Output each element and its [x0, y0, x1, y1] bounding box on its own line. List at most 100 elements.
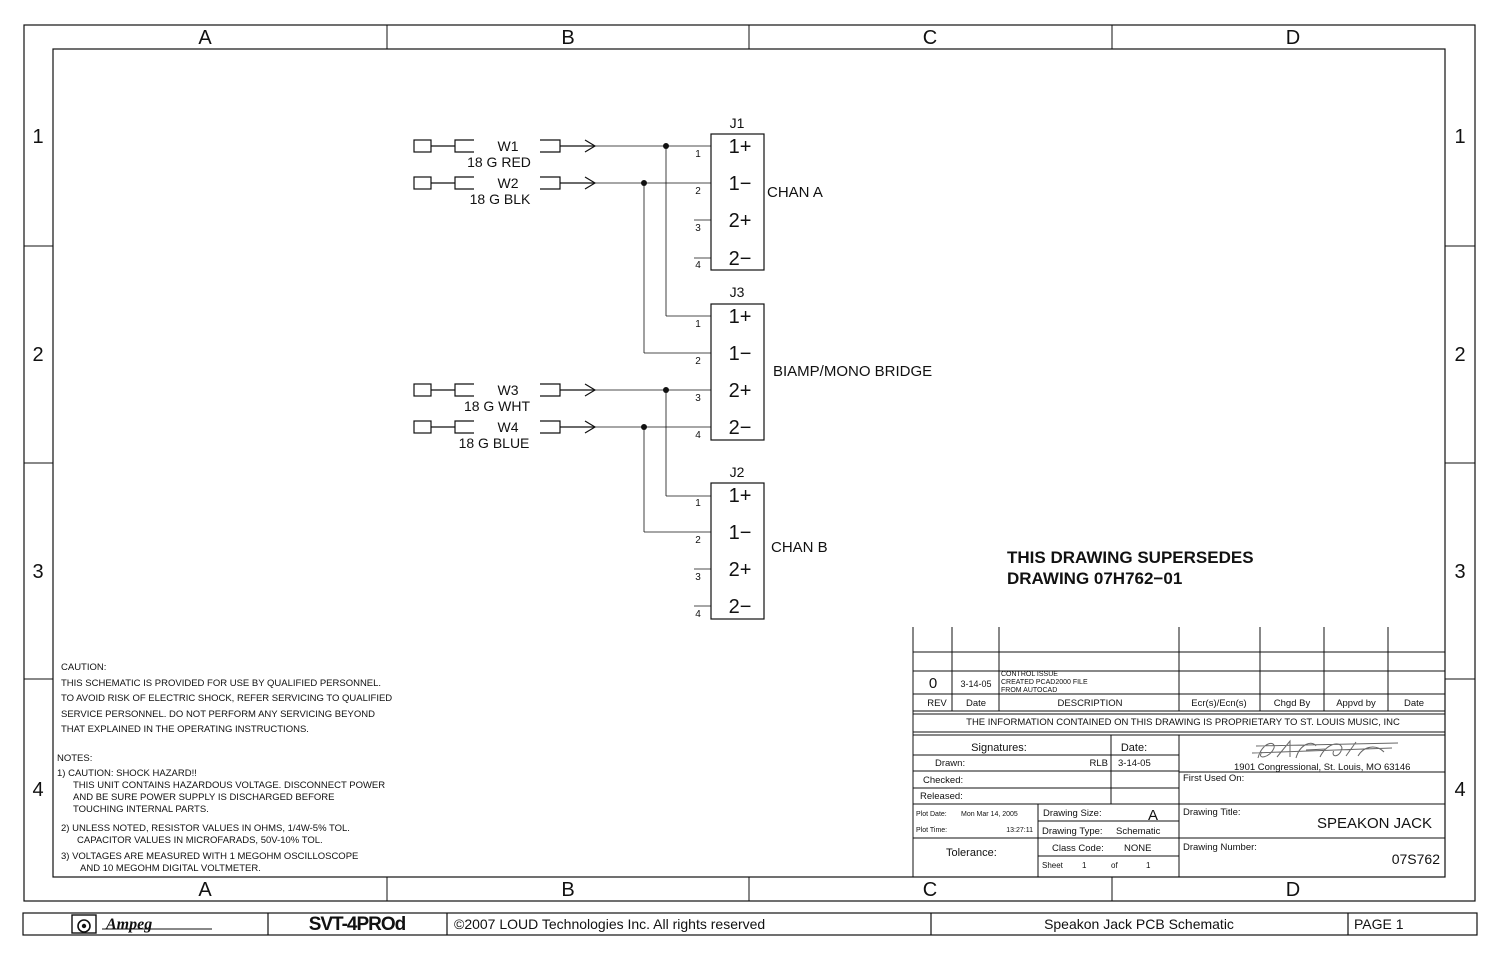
j1-pin-2plus: 2+	[729, 210, 752, 232]
j2-pin-number-2: 2	[695, 535, 701, 546]
zone-col-bottom-c: C	[923, 879, 937, 901]
company-logo	[1251, 739, 1399, 759]
header-date: Date	[966, 698, 986, 709]
caution-heading: CAUTION:	[61, 662, 106, 673]
wire-w4-label: W4	[498, 419, 519, 435]
company-address: 1901 Congressional, St. Louis, MO 63146	[1234, 762, 1410, 773]
zone-row-left-4: 4	[32, 779, 43, 801]
notes-line-3: AND BE SURE POWER SUPPLY IS DISCHARGED B…	[73, 792, 334, 803]
drawn-by: RLB	[1090, 758, 1108, 769]
plot-time-label: Plot Time:	[916, 827, 947, 834]
zone-row-right-3: 3	[1454, 561, 1465, 583]
j1-pin-number-1: 1	[695, 149, 701, 160]
footer-doc-title: Speakon Jack PCB Schematic	[1044, 916, 1234, 932]
wire-connectors	[413, 139, 597, 434]
rev-date: 3-14-05	[960, 679, 991, 689]
j3-pin-2minus: 2−	[729, 417, 752, 439]
caution-line-1: THIS SCHEMATIC IS PROVIDED FOR USE BY QU…	[61, 678, 381, 689]
j1-pin-2minus: 2−	[729, 248, 752, 270]
caution-line-3: SERVICE PERSONNEL. DO NOT PERFORM ANY SE…	[61, 709, 375, 720]
drawing-number-label: Drawing Number:	[1183, 842, 1257, 853]
j3-pin-number-4: 4	[695, 430, 701, 441]
header-date-2: Date	[1404, 698, 1424, 709]
rev-desc-line-1: CONTROL ISSUE	[1001, 671, 1058, 678]
proprietary-notice: THE INFORMATION CONTAINED ON THIS DRAWIN…	[966, 717, 1400, 728]
zone-row-left-2: 2	[32, 344, 43, 366]
zone-row-right-1: 1	[1454, 126, 1465, 148]
zone-col-top-b: B	[561, 27, 574, 49]
notes-line-5: 2) UNLESS NOTED, RESISTOR VALUES IN OHMS…	[61, 823, 350, 834]
j2-pin-number-1: 1	[695, 498, 701, 509]
footer-model: SVT-4PROd	[309, 914, 406, 935]
zone-col-top-a: A	[198, 27, 212, 49]
footer-strip	[22, 912, 1478, 936]
drawing-type-label: Drawing Type:	[1042, 826, 1103, 837]
wire-w3-label: W3	[498, 382, 519, 398]
notes-line-4: TOUCHING INTERNAL PARTS.	[73, 804, 209, 815]
j2-pin-number-4: 4	[695, 609, 701, 620]
supersedes-line-2: DRAWING 07H762−01	[1007, 569, 1182, 588]
notes-line-1: 1) CAUTION: SHOCK HAZARD!!	[57, 768, 197, 779]
drawing-title: SPEAKON JACK	[1317, 815, 1432, 832]
jack-j3-label: BIAMP/MONO BRIDGE	[773, 363, 932, 380]
wire-w2-gauge: 18 G BLK	[470, 191, 531, 207]
signatures-label: Signatures:	[971, 742, 1027, 754]
checked-label: Checked:	[923, 775, 963, 786]
wire-w1-gauge: 18 G RED	[467, 154, 531, 170]
plot-time: 13:27:11	[1006, 827, 1033, 834]
drawing-type: Schematic	[1116, 826, 1161, 837]
title-block-grid	[912, 627, 1445, 877]
released-label: Released:	[920, 791, 963, 802]
sheet-of-label: of	[1111, 861, 1118, 870]
j1-pin-1plus: 1+	[729, 136, 752, 158]
j3-pin-number-1: 1	[695, 319, 701, 330]
net-traces	[594, 145, 711, 607]
plot-date: Mon Mar 14, 2005	[961, 811, 1018, 818]
j2-pin-1plus: 1+	[729, 485, 752, 507]
drawing-title-label: Drawing Title:	[1183, 807, 1241, 818]
jack-bodies	[710, 133, 765, 620]
notes-line-2: THIS UNIT CONTAINS HAZARDOUS VOLTAGE. DI…	[73, 780, 385, 791]
drawn-label: Drawn:	[935, 758, 965, 769]
zone-col-bottom-b: B	[561, 879, 574, 901]
drawing-size: A	[1148, 807, 1158, 824]
header-rev: REV	[927, 698, 947, 709]
rev-desc-line-3: FROM AUTOCAD	[1001, 687, 1057, 694]
footer-copyright: ©2007 LOUD Technologies Inc. All rights …	[454, 916, 765, 932]
zone-row-left-3: 3	[32, 561, 43, 583]
j2-pin-1minus: 1−	[729, 522, 752, 544]
sheet-number: 1	[1082, 861, 1087, 870]
zone-col-bottom-a: A	[198, 879, 212, 901]
jack-j2-label: CHAN B	[771, 539, 828, 556]
j3-pin-1minus: 1−	[729, 343, 752, 365]
jack-j1-label: CHAN A	[767, 184, 823, 201]
notes-line-6: CAPACITOR VALUES IN MICROFARADS, 50V-10%…	[77, 835, 323, 846]
drawing-number: 07S762	[1392, 851, 1440, 867]
wire-w4-gauge: 18 G BLUE	[459, 435, 530, 451]
sheet-label: Sheet	[1042, 861, 1064, 870]
drawing-size-label: Drawing Size:	[1043, 808, 1102, 819]
zone-row-right-2: 2	[1454, 344, 1465, 366]
notes-line-7: 3) VOLTAGES ARE MEASURED WITH 1 MEGOHM O…	[61, 851, 358, 862]
zone-row-right-4: 4	[1454, 779, 1465, 801]
j3-pin-number-3: 3	[695, 393, 701, 404]
plot-date-label: Plot Date:	[916, 811, 947, 818]
j3-pin-2plus: 2+	[729, 380, 752, 402]
zone-col-top-d: D	[1286, 27, 1300, 49]
first-used-label: First Used On:	[1183, 773, 1244, 784]
sheet-count: 1	[1146, 861, 1151, 870]
zone-dividers	[24, 25, 1475, 901]
notes-heading: NOTES:	[57, 753, 92, 764]
notes-line-8: AND 10 MEGOHM DIGITAL VOLTMETER.	[80, 863, 261, 874]
zone-col-bottom-d: D	[1286, 879, 1300, 901]
j1-pin-number-3: 3	[695, 223, 701, 234]
date-label: Date:	[1121, 742, 1147, 754]
tolerance-label: Tolerance:	[946, 847, 997, 859]
jack-j2-ref: J2	[730, 464, 745, 480]
j3-pin-1plus: 1+	[729, 306, 752, 328]
header-description: DESCRIPTION	[1058, 698, 1123, 709]
j1-pin-1minus: 1−	[729, 173, 752, 195]
jack-j1-ref: J1	[730, 115, 745, 131]
j1-pin-number-4: 4	[695, 260, 701, 271]
